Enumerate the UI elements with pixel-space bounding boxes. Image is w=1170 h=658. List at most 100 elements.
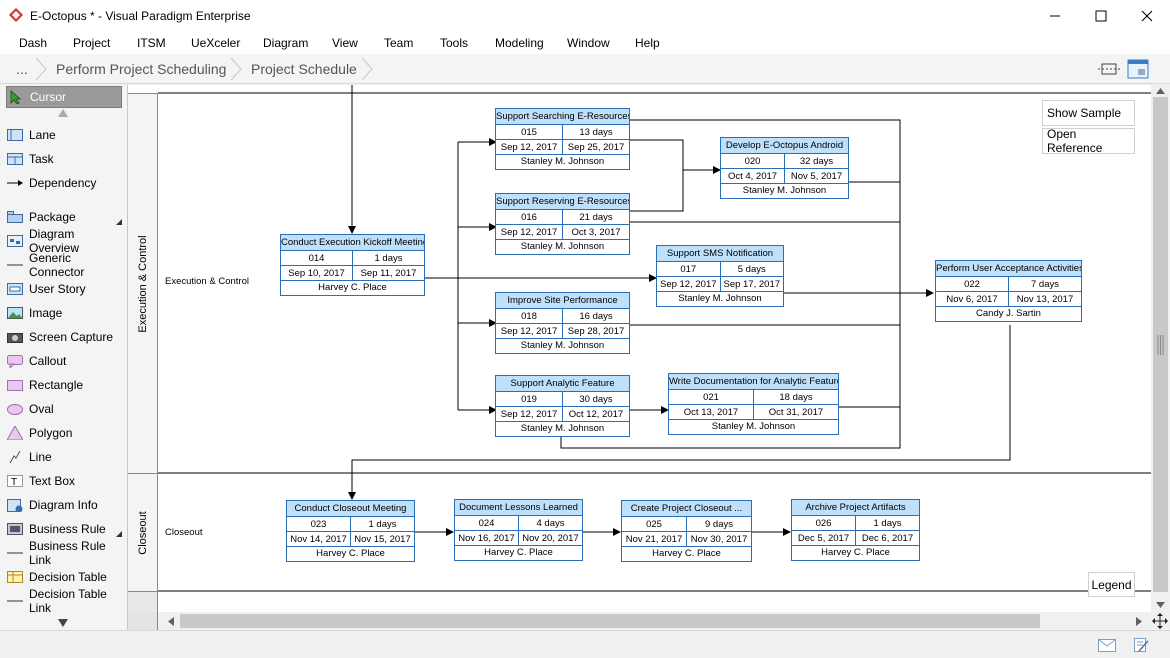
svg-text:T: T — [11, 477, 17, 487]
tool-task[interactable]: Task — [6, 148, 122, 170]
tool-oval[interactable]: Oval — [6, 398, 122, 420]
tool-cursor[interactable]: Cursor — [6, 86, 122, 108]
lane-header-execution[interactable]: Execution & Control — [128, 93, 158, 473]
tool-dependency[interactable]: Dependency — [6, 172, 122, 194]
scroll-down-arrow-icon[interactable] — [1156, 602, 1165, 608]
scroll-up-arrow-icon[interactable] — [1156, 88, 1165, 94]
menu-modeling[interactable]: Modeling — [495, 36, 544, 50]
arrow-icon — [6, 176, 24, 190]
tool-lane[interactable]: Lane — [6, 124, 122, 146]
tool-user-story[interactable]: User Story — [6, 278, 122, 300]
menu-dash[interactable]: Dash — [19, 36, 48, 50]
menu-itsm[interactable]: ITSM — [137, 36, 166, 50]
edit-document-icon[interactable] — [1133, 637, 1149, 653]
lane-header-closeout[interactable]: Closeout — [128, 473, 158, 591]
task-id: 024 — [455, 516, 519, 530]
maximize-icon — [1095, 10, 1107, 22]
menu-window[interactable]: Window — [567, 36, 610, 50]
menu-help[interactable]: Help — [635, 36, 660, 50]
menu-project[interactable]: Project — [73, 36, 111, 50]
maximize-button[interactable] — [1078, 0, 1124, 32]
task-name: Support Analytic Feature — [496, 376, 629, 392]
task-name: Perform User Acceptance Activities — [936, 261, 1081, 277]
link-line-icon — [6, 594, 24, 608]
task-start: Sep 12, 2017 — [657, 277, 721, 291]
tool-package[interactable]: Package — [6, 206, 122, 228]
tool-image[interactable]: Image — [6, 302, 122, 324]
breadcrumb-item-scheduling[interactable]: Perform Project Scheduling — [56, 61, 227, 77]
tool-generic-connector[interactable]: Generic Connector — [6, 251, 122, 279]
task-duration: 1 days — [374, 253, 403, 264]
tool-diagram-overview[interactable]: Diagram Overview — [6, 227, 122, 255]
horizontal-scrollbar[interactable] — [158, 612, 1151, 630]
close-button[interactable] — [1124, 0, 1170, 32]
horizontal-scroll-thumb[interactable] — [180, 614, 1040, 628]
fit-diagram-icon[interactable] — [1098, 60, 1120, 78]
show-sample-button[interactable]: Show Sample — [1042, 100, 1135, 126]
task-start: Nov 21, 2017 — [622, 532, 687, 546]
tool-business-rule[interactable]: Business Rule — [6, 518, 122, 540]
tool-screen-capture[interactable]: Screen Capture — [6, 326, 122, 348]
menu-tools[interactable]: Tools — [440, 36, 469, 50]
menu-view[interactable]: View — [332, 36, 358, 50]
task-duration: 4 days — [536, 518, 565, 529]
scroll-up-icon[interactable] — [58, 109, 68, 117]
breadcrumb-item-schedule[interactable]: Project Schedule — [251, 61, 357, 77]
breadcrumb-more[interactable]: ... — [16, 61, 28, 77]
text-box-icon: T — [6, 474, 24, 488]
scroll-left-arrow-icon[interactable] — [168, 617, 174, 626]
task-id: 018 — [496, 309, 563, 323]
task-duration: 7 days — [1031, 279, 1059, 290]
vertical-scroll-thumb[interactable] — [1153, 97, 1168, 592]
package-icon — [6, 210, 24, 224]
open-reference-button[interactable]: Open Reference — [1042, 127, 1135, 155]
diagram-canvas[interactable]: Execution & Control Closeout Execution &… — [128, 85, 1151, 630]
scroll-right-arrow-icon[interactable] — [1136, 617, 1142, 626]
breadcrumb-separator-icon — [230, 57, 242, 81]
tool-label: Polygon — [29, 426, 73, 440]
pan-move-icon[interactable] — [1152, 613, 1168, 629]
mail-icon[interactable] — [1098, 639, 1116, 652]
tool-label: Decision Table Link — [29, 587, 107, 615]
tool-decision-table-link[interactable]: Decision Table Link — [6, 587, 122, 615]
task-end: Sep 28, 2017 — [567, 326, 625, 337]
menu-diagram[interactable]: Diagram — [263, 36, 309, 50]
tool-line[interactable]: Line — [6, 446, 122, 468]
tool-business-rule-link[interactable]: Business Rule Link — [6, 539, 122, 567]
link-line-icon — [6, 546, 24, 560]
tool-polygon[interactable]: Polygon — [6, 422, 122, 444]
diagram-navigator-icon[interactable] — [1127, 59, 1149, 79]
tool-label: Diagram Info — [29, 498, 98, 512]
breadcrumb: ... Perform Project Scheduling Project S… — [0, 54, 1170, 84]
vertical-scrollbar[interactable] — [1151, 85, 1170, 630]
tool-callout[interactable]: Callout — [6, 350, 122, 372]
minimize-button[interactable] — [1032, 0, 1078, 32]
task-owner: Harvey C. Place — [484, 547, 553, 558]
task-id: 023 — [287, 517, 351, 531]
menu-uexceler[interactable]: UeXceler — [191, 36, 241, 50]
rectangle-icon — [6, 378, 24, 392]
menu-team[interactable]: Team — [384, 36, 414, 50]
tool-decision-table[interactable]: Decision Table — [6, 566, 122, 588]
task-end: Nov 20, 2017 — [522, 533, 579, 544]
task-id: 021 — [669, 390, 754, 404]
scroll-down-icon[interactable] — [58, 619, 68, 627]
tool-diagram-info[interactable]: Diagram Info — [6, 494, 122, 516]
tool-rectangle[interactable]: Rectangle — [6, 374, 122, 396]
task-name: Archive Project Artifacts — [792, 500, 919, 516]
task-021[interactable]: Write Documentation for Analytic Feature… — [668, 373, 839, 435]
legend-button[interactable]: Legend — [1088, 572, 1135, 597]
